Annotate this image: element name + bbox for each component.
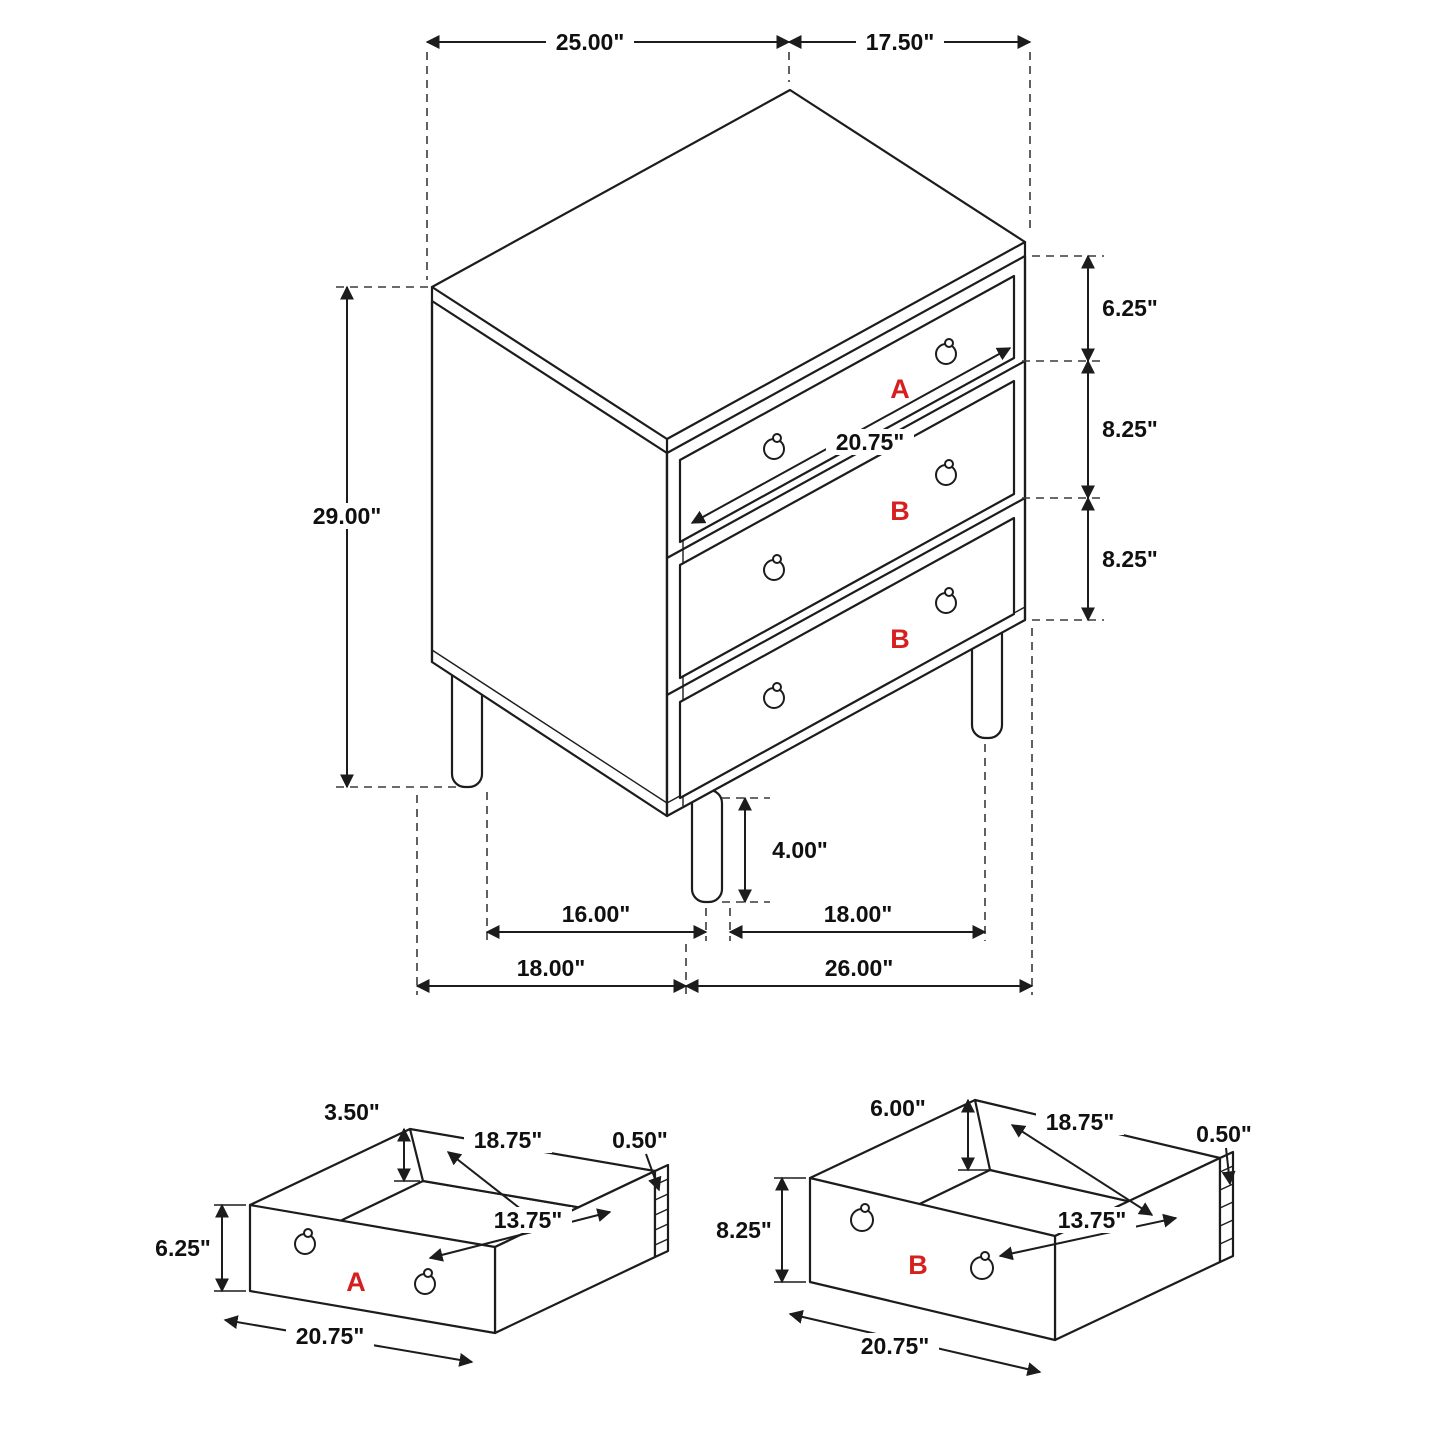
knob-stem-icon [944, 459, 954, 469]
dim-top-drawer-height: 6.25" [1102, 295, 1158, 321]
dim-b-inner-depth: 18.75" [1046, 1109, 1114, 1135]
drawer-b-detail-view: 8.25" 6.00" 18.75" 0.50" 13.75" 20.75" B [716, 1095, 1252, 1376]
dim-a-side-thickness: 0.50" [612, 1127, 668, 1153]
dimension-labels: 25.00" 17.50" 29.00" 6.25" 8.25" 8.25" 2… [301, 29, 1158, 981]
front-leg [690, 788, 724, 904]
dim-base-depth: 18.00" [517, 955, 585, 981]
dim-leg-height: 4.00" [772, 837, 828, 863]
dim-a-inner-depth: 18.75" [474, 1127, 542, 1153]
dim-bottom-drawer-height: 8.25" [1102, 546, 1158, 572]
drawer-a-detail-letter: A [346, 1267, 366, 1297]
knob-stem-icon [772, 433, 782, 443]
knob-icon [970, 1256, 994, 1280]
left-rim-edge [248, 1127, 412, 1207]
main-isometric-view: A B B [301, 29, 1158, 995]
knob-stem-icon [980, 1251, 990, 1261]
dim-a-front-height: 6.25" [155, 1235, 211, 1261]
base-rail-left [431, 649, 668, 804]
knob-stem-icon [944, 587, 954, 597]
rail-hatch [654, 1178, 669, 1246]
knob-stem-icon [772, 682, 782, 692]
drawer-a-labels: 6.25" 3.50" 18.75" 0.50" 13.75" 20.75" A [155, 1099, 668, 1349]
dim-front-leg-spacing: 16.00" [562, 901, 630, 927]
drawer-b-labels: 8.25" 6.00" 18.75" 0.50" 13.75" 20.75" B [716, 1095, 1252, 1359]
left-rim-edge [808, 1098, 977, 1180]
dim-b-front-height: 8.25" [716, 1217, 772, 1243]
dim-a-front-width: 20.75" [296, 1323, 364, 1349]
dim-middle-drawer-height: 8.25" [1102, 416, 1158, 442]
drawer-front-bottom [678, 516, 1016, 800]
dim-b-side-thickness: 0.50" [1196, 1121, 1252, 1147]
dim-base-width: 26.00" [825, 955, 893, 981]
drawer-b1-letter: B [890, 496, 910, 526]
knob-stem-icon [860, 1203, 870, 1213]
dim-side-leg-spacing: 18.00" [824, 901, 892, 927]
knob-icon [850, 1208, 874, 1232]
drawer-divider-2 [665, 496, 1027, 697]
knob-stem-icon [944, 338, 954, 348]
slide-rail [653, 1163, 670, 1259]
drawer-a-detail-view: 6.25" 3.50" 18.75" 0.50" 13.75" 20.75" A [155, 1099, 670, 1367]
dim-overall-height: 29.00" [313, 503, 381, 529]
dim-top-depth: 17.50" [866, 29, 934, 55]
dim-drawer-face-width: 20.75" [836, 429, 904, 455]
dim-top-width: 25.00" [556, 29, 624, 55]
dim-b-inner-width: 13.75" [1058, 1207, 1126, 1233]
dim-b-front-width: 20.75" [861, 1333, 929, 1359]
knob-stem-icon [423, 1268, 433, 1278]
drawer-b-detail-letter: B [908, 1250, 928, 1280]
dim-b-box-side-height: 6.00" [870, 1095, 926, 1121]
drawer-a-letter: A [890, 374, 910, 404]
drawer-b2-letter: B [890, 624, 910, 654]
knob-stem-icon [772, 554, 782, 564]
knob-stem-icon [303, 1228, 313, 1238]
dim-a-box-side-height: 3.50" [324, 1099, 380, 1125]
dim-a-inner-width: 13.75" [494, 1207, 562, 1233]
